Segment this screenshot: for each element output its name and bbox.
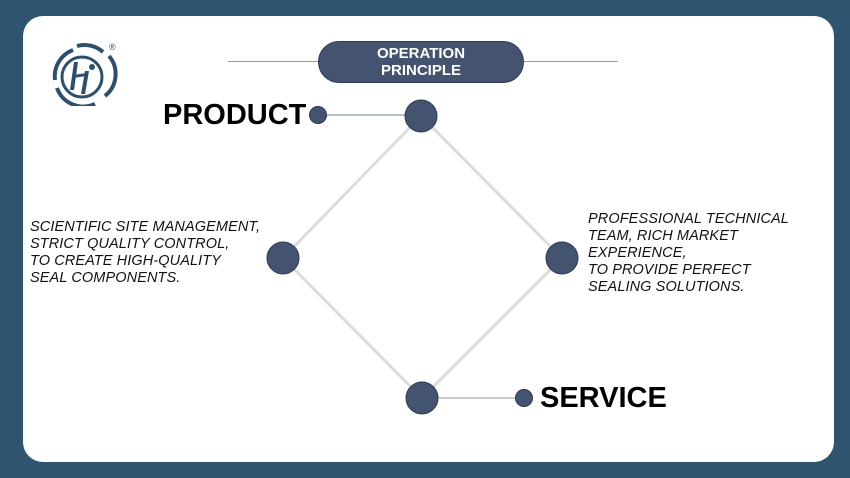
dot-service [515,389,533,407]
left-description-line: TO CREATE HIGH-QUALITY [30,253,221,269]
right-description-line: PROFESSIONAL TECHNICAL [588,211,789,227]
left-description: SCIENTIFIC SITE MANAGEMENT, STRICT QUALI… [30,219,260,287]
title-line-1: OPERATION [376,45,466,62]
left-description-line: SEAL COMPONENTS. [30,270,181,286]
label-product: PRODUCT [163,99,307,131]
title-line-2: PRINCIPLE [380,62,461,79]
left-description-line: STRICT QUALITY CONTROL, [30,236,230,252]
edge-left-bottom [281,256,424,400]
edge-top-right [419,114,564,260]
node-left [266,241,300,275]
dot-product [309,106,327,124]
hi-logo-icon: ® [52,42,118,106]
node-bottom [405,381,439,415]
right-description: PROFESSIONAL TECHNICAL TEAM, RICH MARKET… [588,211,789,296]
right-description-line: EXPERIENCE, [588,245,687,261]
edge-right-bottom [420,256,564,400]
left-description-line: SCIENTIFIC SITE MANAGEMENT, [30,219,261,235]
edge-top-left [281,114,423,260]
node-right [545,241,579,275]
right-description-line: SEALING SOLUTIONS. [588,279,745,295]
title-pill: OPERATION PRINCIPLE [318,41,524,83]
title-rule-left [228,61,320,62]
title-rule-right [522,61,618,62]
registered-mark: ® [109,42,116,52]
right-description-line: TEAM, RICH MARKET [588,228,738,244]
label-service: SERVICE [540,382,667,414]
node-top [404,99,438,133]
right-description-line: TO PROVIDE PERFECT [588,262,751,278]
